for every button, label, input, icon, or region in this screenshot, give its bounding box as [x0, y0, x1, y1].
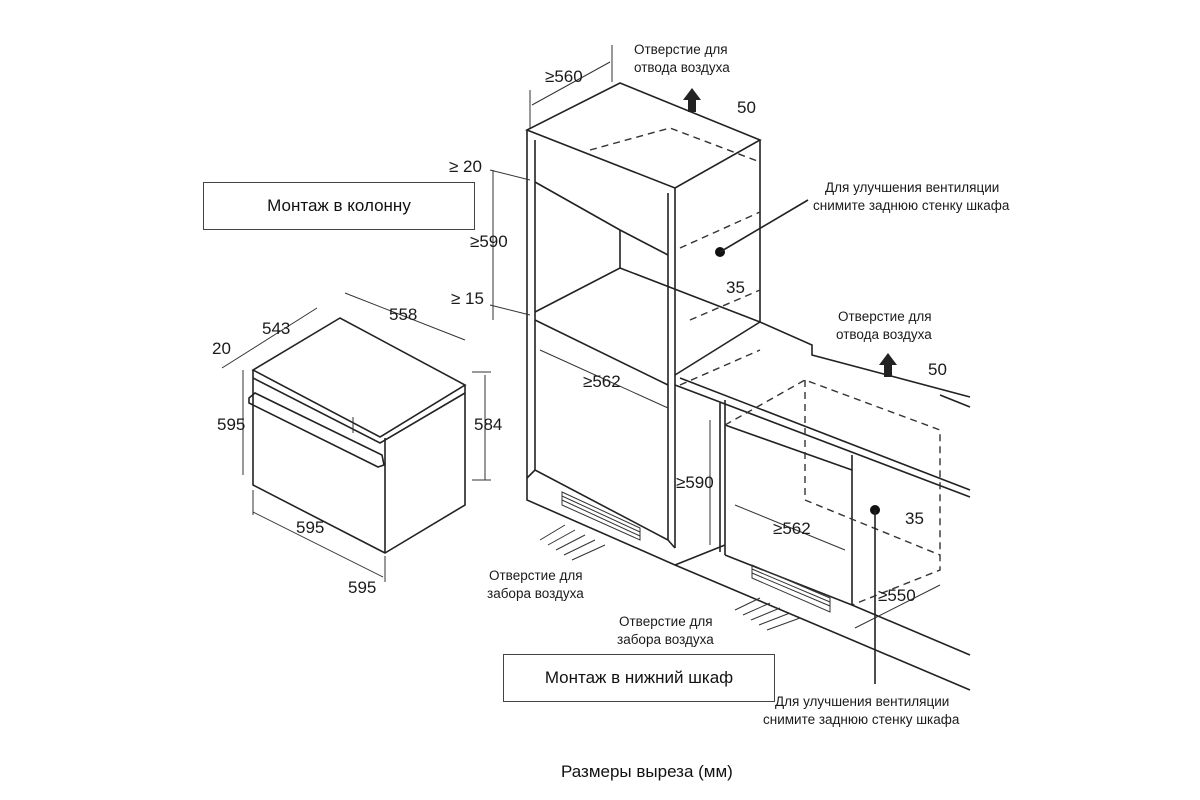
intake-grille-column — [561, 491, 641, 541]
note-intake-right: Отверстие для забора воздуха — [617, 614, 714, 647]
note-exhaust-top: Отверстие для отвода воздуха — [634, 42, 730, 75]
oven-door-handle — [248, 392, 385, 468]
dim-undercounter-rear-gap: 35 — [905, 509, 924, 528]
dim-upper-gap: ≥ 20 — [449, 157, 482, 176]
dim-column-depth: ≥560 — [545, 67, 583, 86]
dim-column-rear-gap: 35 — [726, 278, 745, 297]
note-vent-lower: Для улучшения вентиляции снимите заднюю … — [763, 694, 960, 727]
column-cabinet: ≥560 50 ≥ 20 ≥590 ≥ 15 35 ≥562 — [449, 45, 809, 566]
column-top — [525, 82, 762, 189]
label-undercounter-mount: Монтаж в нижний шкаф — [503, 654, 775, 702]
exhaust-arrow-top — [683, 88, 701, 112]
dim-column-niche-width: ≥562 — [583, 372, 621, 391]
svg-text:Для улучшения вентиляции: Для улучшения вентиляции — [775, 694, 949, 709]
svg-text:отвода воздуха: отвода воздуха — [634, 60, 730, 75]
svg-text:забора воздуха: забора воздуха — [617, 632, 714, 647]
dim-undercounter-niche-height: ≥590 — [676, 473, 714, 492]
dim-panel-thickness: 20 — [212, 339, 231, 358]
svg-text:Отверстие для: Отверстие для — [634, 42, 728, 57]
caption-cutout-dimensions: Размеры выреза (мм) — [561, 762, 733, 781]
note-intake-left: Отверстие для забора воздуха — [487, 568, 584, 601]
intake-grille-undercounter — [751, 564, 831, 613]
svg-text:снимите заднюю стенку шкафа: снимите заднюю стенку шкафа — [763, 712, 960, 727]
svg-text:Отверстие для: Отверстие для — [619, 614, 713, 629]
dim-undercounter-depth: ≥550 — [878, 586, 916, 605]
svg-text:Отверстие для: Отверстие для — [489, 568, 583, 583]
note-exhaust-mid: Отверстие для отвода воздуха — [836, 309, 932, 342]
svg-text:отвода воздуха: отвода воздуха — [836, 327, 932, 342]
svg-text:забора воздуха: забора воздуха — [487, 586, 584, 601]
oven-body-outline — [252, 370, 466, 554]
exhaust-arrow-mid — [879, 353, 897, 377]
dim-column-top-gap: 50 — [737, 98, 756, 117]
dim-front-width: 595 — [296, 518, 324, 537]
dim-front-height: 595 — [217, 415, 245, 434]
svg-text:снимите заднюю стенку шкафа: снимите заднюю стенку шкафа — [813, 198, 1010, 213]
intake-arrows-column — [539, 524, 606, 561]
label-column-mount: Монтаж в колонну — [203, 182, 475, 230]
dim-body-height: 584 — [474, 415, 502, 434]
svg-text:Отверстие для: Отверстие для — [838, 309, 932, 324]
dim-undercounter-top-gap: 50 — [928, 360, 947, 379]
note-vent-upper: Для улучшения вентиляции снимите заднюю … — [813, 180, 1010, 213]
dim-oven-width-top: 558 — [389, 305, 417, 324]
dim-total-depth: 595 — [348, 578, 376, 597]
svg-text:Для улучшения вентиляции: Для улучшения вентиляции — [825, 180, 999, 195]
dim-oven-depth-top: 543 — [262, 319, 290, 338]
dim-undercounter-niche-width: ≥562 — [773, 519, 811, 538]
intake-arrows-undercounter — [734, 597, 801, 631]
dim-lower-gap: ≥ 15 — [451, 289, 484, 308]
oven-drawing: 543 558 20 595 584 595 595 — [212, 292, 502, 597]
dim-column-niche-height: ≥590 — [470, 232, 508, 251]
undercounter-cabinet: 50 ≥590 ≥562 35 ≥550 — [674, 321, 971, 691]
